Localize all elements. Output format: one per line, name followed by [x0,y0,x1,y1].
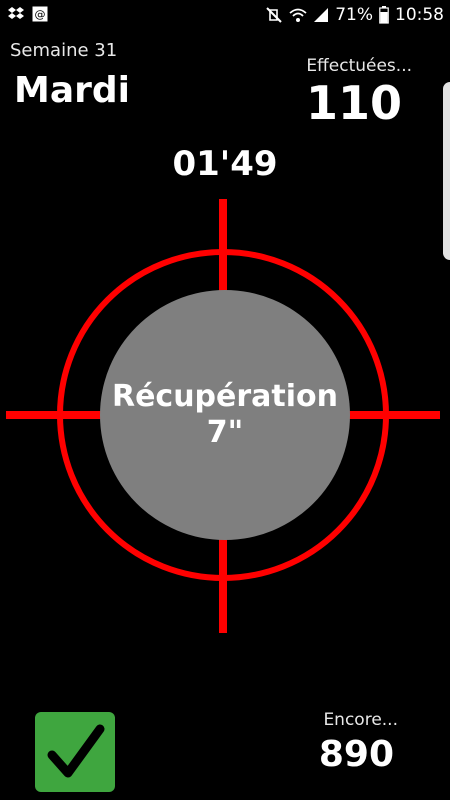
confirm-button[interactable] [35,712,115,792]
status-left-icons: @ [8,6,48,22]
crosshair-ring [57,249,389,581]
checkmark-icon [44,721,106,783]
center-disc [100,290,350,540]
dropbox-icon [8,6,24,22]
status-right: 71% 10:58 [265,4,444,26]
recovery-display[interactable]: Récupération 7" [100,290,350,540]
recovery-seconds: 7" [206,415,244,450]
recovery-title: Récupération [111,379,339,414]
status-bar: @ 71% [0,0,450,30]
signal-icon [313,7,329,23]
vibrate-icon [265,6,283,24]
elapsed-timer: 01'49 [172,144,278,184]
clock: 10:58 [395,5,444,25]
week-label: Semaine 31 [10,40,118,61]
remaining-count: 890 [318,734,394,775]
side-drawer-handle[interactable] [443,82,450,260]
battery-percent: 71% [335,5,373,25]
email-icon: @ [32,6,48,22]
crosshair-target [6,199,440,633]
done-count: 110 [305,76,402,130]
day-label: Mardi [14,70,130,111]
svg-text:@: @ [35,8,46,21]
wifi-icon [289,6,307,24]
battery-icon [379,6,389,24]
done-label: Effectuées... [306,56,412,76]
remaining-label: Encore... [323,710,398,730]
